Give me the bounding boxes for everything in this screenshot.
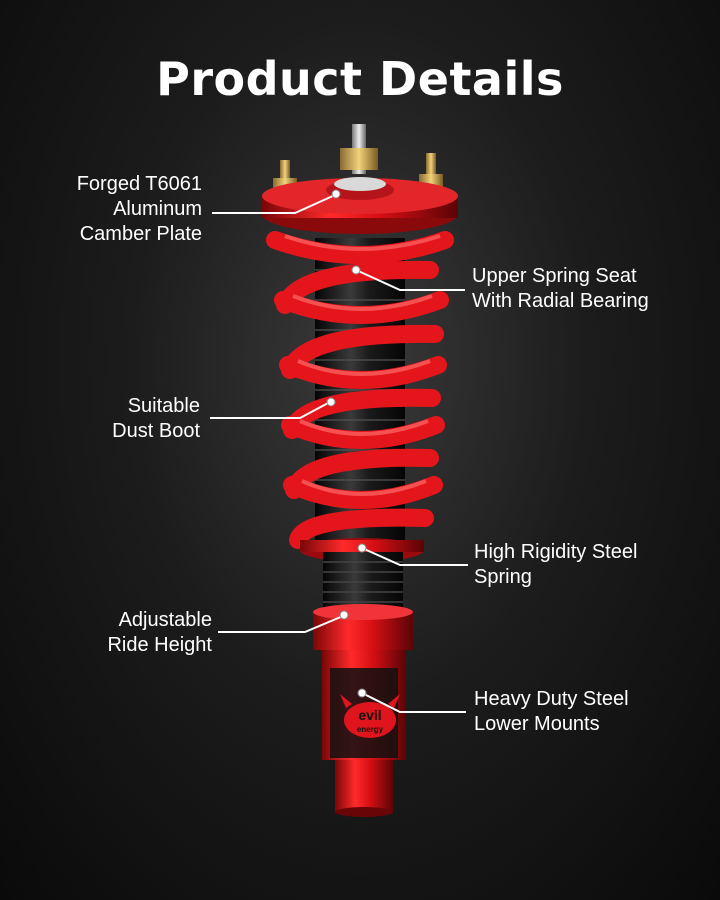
callout-spring: High Rigidity Steel Spring xyxy=(474,541,638,588)
callout-camber-plate: Forged T6061 Aluminum Camber Plate xyxy=(76,173,202,245)
callout-upper-spring-seat: Upper Spring Seat With Radial Bearing xyxy=(472,265,649,312)
callout-lines xyxy=(210,194,468,713)
height-adjust-collar xyxy=(313,604,413,650)
callout-ride-height: Adjustable Ride Height xyxy=(107,609,212,656)
callout-dust-boot: Suitable Dust Boot xyxy=(112,395,200,442)
logo-text-evil: evil xyxy=(358,707,381,723)
spring-highlights xyxy=(284,234,441,496)
callout-dots xyxy=(326,189,367,698)
callout-lower-mounts: Heavy Duty Steel Lower Mounts xyxy=(474,688,629,735)
evil-energy-logo xyxy=(340,694,400,738)
camber-plate xyxy=(262,177,458,234)
logo-text-energy: energy xyxy=(357,725,384,734)
page-title: Product Details xyxy=(156,52,564,106)
